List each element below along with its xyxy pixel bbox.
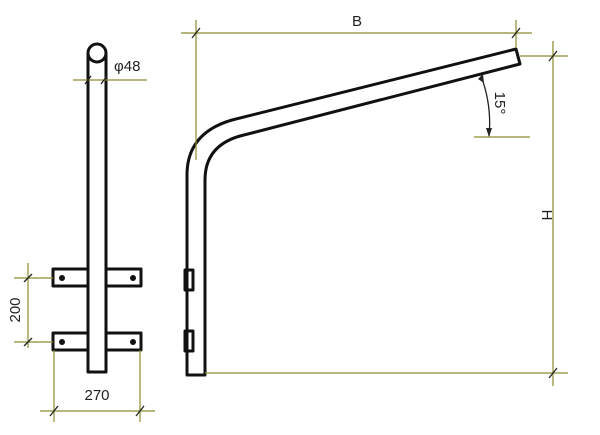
pole-side <box>86 53 108 374</box>
pole-top-circle <box>86 42 108 64</box>
upper-sleeve <box>183 268 195 292</box>
height-label: H <box>538 210 555 221</box>
angle-dimension: 15° <box>474 74 530 138</box>
lower-sleeve <box>183 329 195 353</box>
diameter-dimension: φ48 <box>73 58 147 85</box>
side-view: φ48 200 270 <box>7 42 155 422</box>
reach-label: B <box>352 13 362 30</box>
diameter-label: φ48 <box>114 58 140 75</box>
bracket-width-dimension: 270 <box>40 350 155 422</box>
lower-bracket-plate <box>51 331 143 352</box>
front-view: B H 15° <box>181 13 568 386</box>
bracket-spacing-label: 200 <box>7 297 24 322</box>
angle-label: 15° <box>491 92 508 115</box>
reach-dimension: B <box>181 13 532 160</box>
bracket-spacing-dimension: 200 <box>7 263 53 348</box>
bracket-width-label: 270 <box>84 387 109 404</box>
upper-bracket-plate <box>51 267 143 288</box>
height-dimension: H <box>205 41 568 386</box>
curved-arm <box>185 47 522 377</box>
